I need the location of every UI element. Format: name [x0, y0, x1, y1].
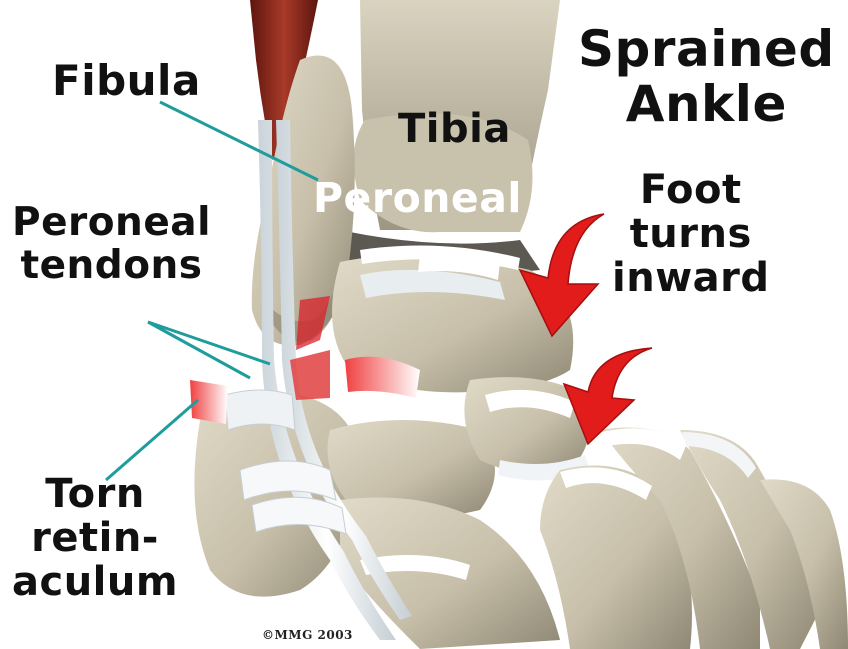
title-line1: Sprained: [578, 22, 835, 77]
torn-line3: aculum: [12, 560, 178, 604]
copyright-notice: ©MMG 2003: [262, 628, 353, 642]
peroneal-tendons-label: Peroneal tendons: [12, 202, 211, 288]
foot-line2: turns: [612, 212, 770, 256]
peroneal-tendons-line2: tendons: [12, 245, 211, 288]
foot-line1: Foot: [612, 168, 770, 212]
title-line2: Ankle: [578, 77, 835, 132]
torn-retinaculum-flap: [225, 390, 295, 430]
torn-line1: Torn: [12, 472, 178, 516]
peroneal-label: Peroneal: [313, 174, 522, 222]
foot-line3: inward: [612, 256, 770, 300]
title: Sprained Ankle: [578, 22, 835, 132]
foot-turns-inward-label: Foot turns inward: [612, 168, 770, 300]
peroneal-tendons-line1: Peroneal: [12, 202, 211, 245]
tibia-label: Tibia: [398, 106, 511, 152]
torn-line2: retin-: [12, 516, 178, 560]
fibula-label: Fibula: [52, 56, 201, 105]
torn-retinaculum-label: Torn retin- aculum: [12, 472, 178, 604]
